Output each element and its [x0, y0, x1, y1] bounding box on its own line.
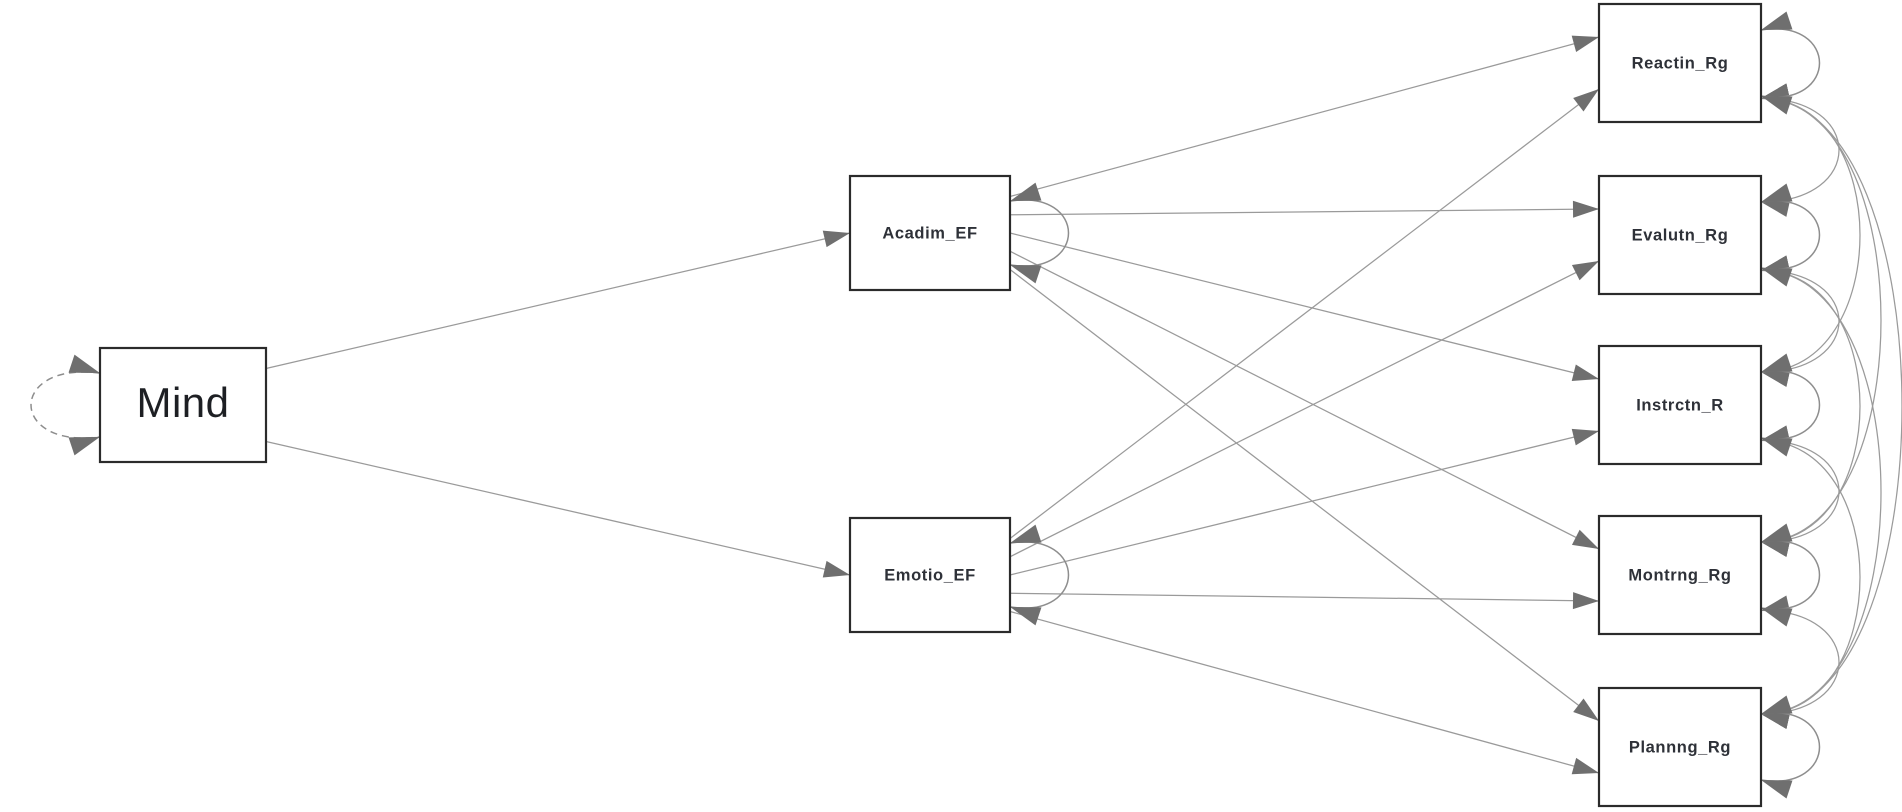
variance-arrowhead-bottom-plannng [1761, 780, 1793, 799]
node-box-acadim[interactable] [848, 174, 1012, 292]
covariance-reactin-montrng [1760, 97, 1882, 543]
variance-arrowhead-bottom-instrctn [1761, 438, 1793, 457]
arrowhead-mind-to-emotio [822, 560, 850, 578]
node-montrng[interactable]: Montrng_Rg [1597, 514, 1763, 636]
arrowhead-acadim-to-evalutn [1572, 200, 1599, 218]
variance-arrowhead-top-instrctn [1761, 353, 1793, 372]
node-label-emotio: Emotio_EF [884, 566, 976, 584]
regression-acadim-to-evalutn [1009, 208, 1600, 216]
variance-arrowhead-bottom-emotio [1010, 606, 1042, 626]
arrowhead-acadim-to-montrng [1571, 529, 1599, 550]
variance-loop-emotio [1009, 541, 1070, 609]
node-box-montrng[interactable] [1597, 514, 1763, 636]
variance-loop-acadim [1009, 199, 1070, 267]
covariance-evalutn-instrctn [1760, 269, 1840, 373]
variance-arrowhead-bottom-evalutn [1761, 268, 1793, 287]
variance-loop-montrng [1760, 540, 1821, 610]
covariance-arrowhead-montrng [1761, 539, 1791, 557]
variance-arrowhead-top-mind [68, 354, 100, 374]
node-box-plannng[interactable] [1597, 686, 1763, 808]
node-mind[interactable]: Mind [98, 346, 268, 464]
covariance-evalutn-plannng [1760, 269, 1882, 715]
regression-mind-to-acadim [265, 232, 851, 370]
regression-acadim-to-instrctn [1009, 232, 1600, 380]
regression-acadim-to-plannng [1009, 268, 1600, 722]
regression-acadim-to-montrng [1009, 250, 1600, 550]
variance-arrowhead-top-acadim [1010, 182, 1042, 202]
node-label-montrng: Montrng_Rg [1628, 566, 1731, 584]
node-box-reactin[interactable] [1597, 2, 1763, 124]
node-evalutn[interactable]: Evalutn_Rg [1597, 174, 1763, 296]
node-emotio[interactable]: Emotio_EF [848, 516, 1012, 634]
arrowhead-mind-to-acadim [822, 230, 850, 248]
node-label-instrctn: Instrctn_R [1636, 396, 1724, 414]
covariance-reactin-evalutn [1760, 97, 1840, 203]
regression-emotio-to-evalutn [1009, 260, 1600, 558]
variance-arrowhead-bottom-acadim [1010, 264, 1042, 284]
variance-arrowhead-top-emotio [1010, 524, 1042, 544]
variance-loop-mind [30, 371, 101, 439]
covariance-arrowhead-plannng [1761, 711, 1791, 729]
regression-emotio-to-instrctn [1009, 430, 1600, 576]
variance-loops-layer [30, 11, 1821, 799]
node-plannng[interactable]: Plannng_Rg [1597, 686, 1763, 808]
node-box-evalutn[interactable] [1597, 174, 1763, 296]
node-label-plannng: Plannng_Rg [1629, 738, 1731, 756]
node-label-mind: Mind [136, 379, 229, 426]
regression-mind-to-emotio [265, 440, 851, 576]
regression-arrows-layer [265, 35, 1600, 775]
covariance-montrng-plannng [1760, 609, 1840, 715]
variance-loop-evalutn [1760, 200, 1821, 270]
variance-arrowhead-bottom-montrng [1761, 608, 1793, 627]
arrowhead-emotio-to-instrctn [1571, 428, 1599, 446]
node-instrctn[interactable]: Instrctn_R [1597, 344, 1763, 466]
regression-acadim-to-reactin [1009, 36, 1600, 198]
variance-arrowhead-top-plannng [1761, 695, 1793, 714]
variance-arrowhead-top-montrng [1761, 523, 1793, 542]
node-box-emotio[interactable] [848, 516, 1012, 634]
covariance-arcs-layer [1760, 83, 1902, 729]
covariance-instrctn-montrng [1760, 439, 1840, 543]
arrowhead-acadim-to-plannng [1573, 698, 1599, 722]
arrowhead-acadim-to-instrctn [1571, 364, 1599, 382]
arrowhead-emotio-to-plannng [1571, 757, 1599, 775]
variance-arrowhead-top-evalutn [1761, 183, 1793, 202]
regression-emotio-to-montrng [1009, 592, 1600, 602]
covariance-instrctn-plannng [1760, 439, 1861, 715]
arrowhead-emotio-to-reactin [1573, 88, 1599, 112]
variance-loop-instrctn [1760, 370, 1821, 440]
node-reactin[interactable]: Reactin_Rg [1597, 2, 1763, 124]
arrowhead-acadim-to-reactin [1571, 35, 1599, 53]
arrowhead-emotio-to-montrng [1572, 592, 1599, 610]
node-box-instrctn[interactable] [1597, 344, 1763, 466]
nodes-layer: Mind Acadim_EF Emotio_EF Reactin_RgEvalutn_… [98, 2, 1763, 808]
node-label-acadim: Acadim_EF [882, 224, 977, 242]
variance-arrowhead-bottom-reactin [1761, 96, 1793, 115]
variance-loop-reactin [1760, 28, 1821, 98]
covariance-arrowhead-evalutn [1761, 199, 1791, 217]
arrowhead-emotio-to-evalutn [1571, 260, 1599, 281]
regression-emotio-to-reactin [1009, 88, 1600, 540]
node-acadim[interactable]: Acadim_EF [848, 174, 1012, 292]
covariance-arrowhead-instrctn [1761, 369, 1791, 387]
node-box-mind[interactable] [98, 346, 268, 464]
node-label-reactin: Reactin_Rg [1632, 54, 1729, 72]
variance-arrowhead-bottom-mind [68, 436, 100, 456]
regression-emotio-to-plannng [1009, 610, 1600, 774]
variance-arrowhead-top-reactin [1761, 11, 1793, 30]
variance-loop-plannng [1760, 712, 1821, 782]
node-label-evalutn: Evalutn_Rg [1632, 226, 1729, 244]
